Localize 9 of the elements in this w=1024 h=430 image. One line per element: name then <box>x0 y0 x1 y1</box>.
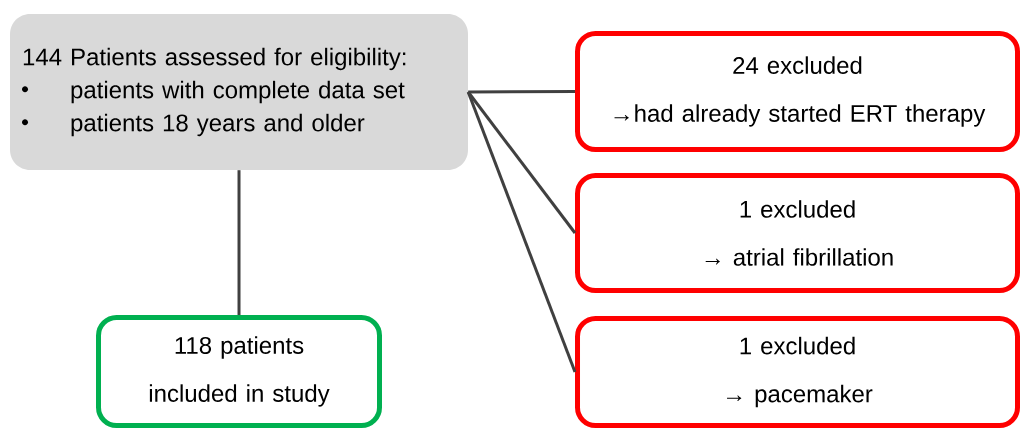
connector-line <box>468 90 575 94</box>
connector-line <box>237 170 241 315</box>
rounded-box: 144 Patients assessed for eligibility: patients with complete data set patients 18 years and older <box>10 14 468 170</box>
rounded-box: 24 excluded →had already started ERT therapy <box>575 31 1020 152</box>
connector-line <box>466 91 577 373</box>
rounded-box: 1 excluded → pacemaker <box>575 316 1020 428</box>
connector-line <box>467 91 577 234</box>
rounded-box: 1 excluded → atrial fibrillation <box>575 173 1020 293</box>
rounded-box: 118 patients included in study <box>96 315 382 428</box>
